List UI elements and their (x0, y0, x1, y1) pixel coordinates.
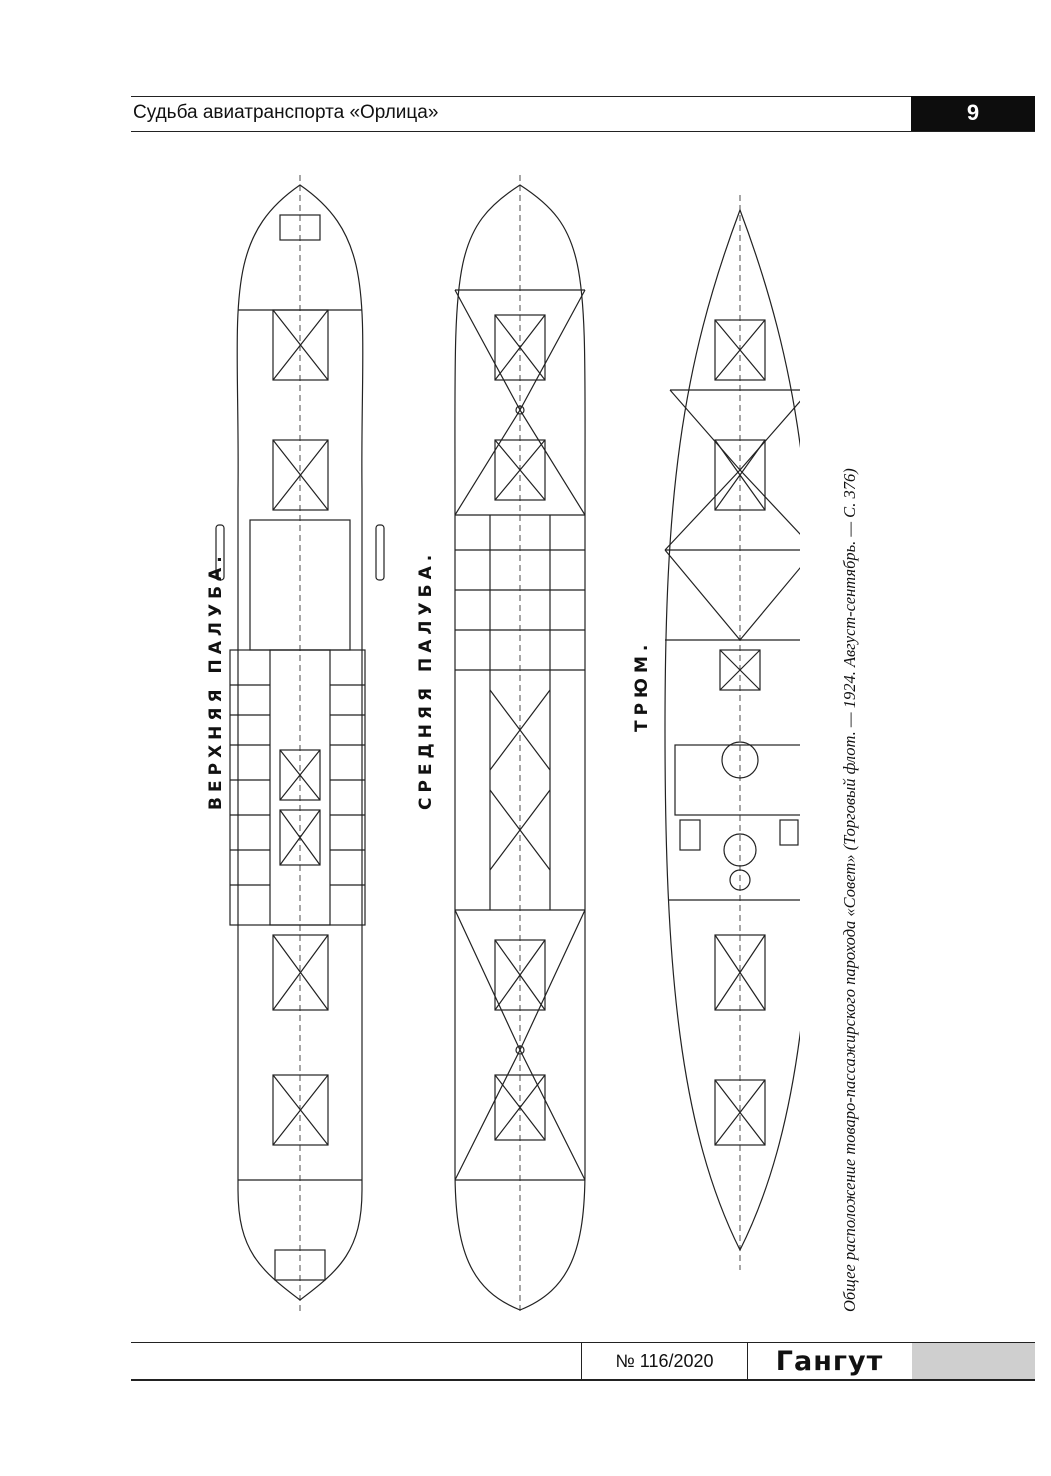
middle-deck-label: СРЕДНЯЯ ПАЛУБА. (416, 549, 436, 810)
journal-logo: Гангут (775, 1345, 884, 1377)
running-title: Судьба авиатранспорта «Орлица» (133, 102, 439, 123)
ship-plan-svg (215, 175, 816, 1315)
page-header: Судьба авиатранспорта «Орлица» 9 (131, 95, 1035, 132)
upper-deck-label: ВЕРХНЯЯ ПАЛУБА. (206, 551, 226, 810)
middle-deck-plan (454, 175, 586, 1315)
page-number: 9 (911, 95, 1035, 131)
page-footer: № 116/2020 Гангут (131, 1342, 1035, 1381)
hold-label: ТРЮМ. (632, 639, 652, 732)
footer-gray-block (912, 1343, 1035, 1379)
ship-plan-drawing: ВЕРХНЯЯ ПАЛУБА. СРЕДНЯЯ ПАЛУБА. ТРЮМ. (180, 170, 816, 1320)
issue-number: № 116/2020 (581, 1343, 748, 1379)
upper-deck-plan (215, 175, 385, 1315)
hold-plan (664, 195, 816, 1270)
figure-caption: Общее расположение товаро-пассажирского … (840, 468, 859, 1312)
